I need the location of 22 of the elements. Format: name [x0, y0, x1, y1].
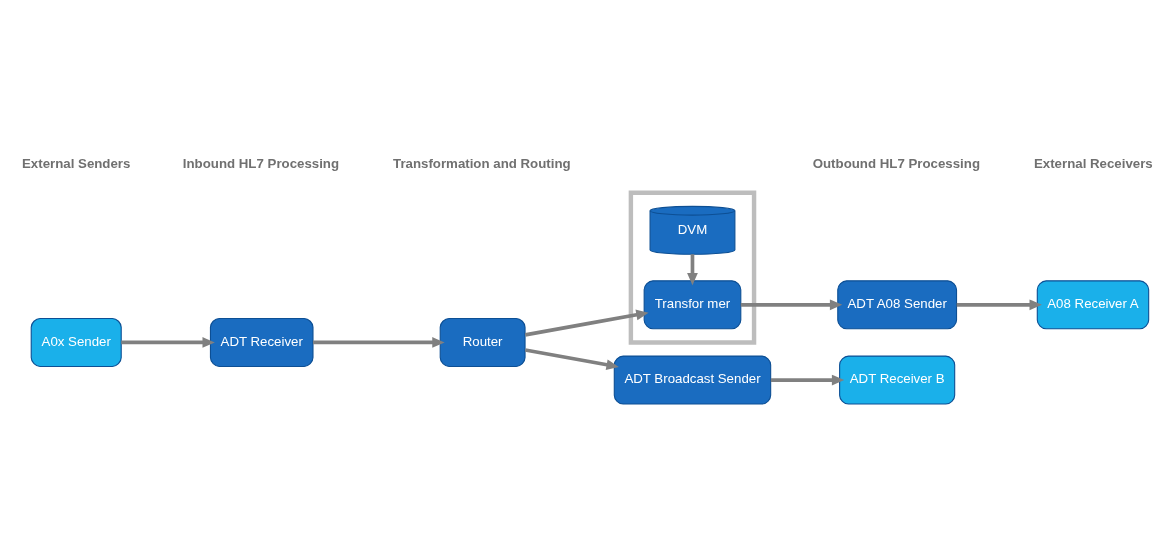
arrow [524, 347, 619, 370]
node-box: ADT Broadcast Sender [613, 355, 772, 405]
node-box: Router [439, 317, 526, 367]
arrow [121, 336, 215, 348]
cluster [628, 190, 757, 345]
node-box: A0x Sender [30, 317, 122, 367]
arrow [956, 298, 1042, 310]
arrow [740, 298, 843, 310]
arrow [524, 309, 649, 337]
label: Outbound HL7 Processing [812, 155, 981, 171]
node-box: ADT Receiver B [839, 355, 956, 405]
arrow [313, 336, 445, 348]
label: Inbound HL7 Processing [182, 155, 340, 171]
label: External Senders [22, 155, 131, 171]
node-box: ADT Receiver [209, 317, 314, 367]
node-box: A08 Receiver A [1036, 279, 1150, 329]
arrow [687, 253, 698, 285]
label: Transformation and Routing [393, 155, 571, 171]
arrow [770, 374, 845, 385]
node-box: Transfor mer [643, 279, 742, 329]
node-box: ADT A08 Sender [837, 279, 958, 329]
label: External Receivers [1033, 155, 1153, 171]
